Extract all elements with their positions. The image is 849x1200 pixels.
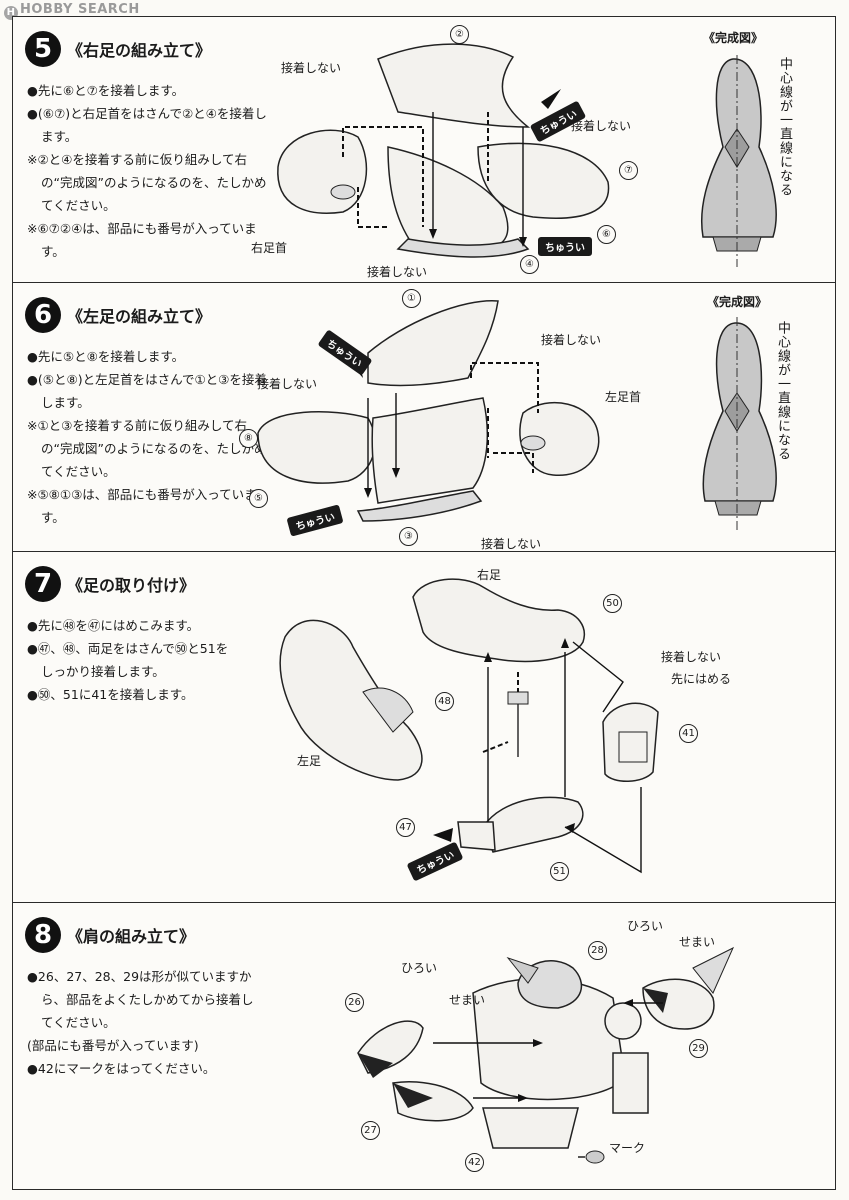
step-5-panel: 5 《右足の組み立て》 ●先に⑥と⑦を接着します。 ●(⑥⑦)と右足首をはさんで…: [12, 16, 836, 284]
no-glue-label: 接着しない: [257, 377, 318, 391]
right-leg-exploded-diagram: [277, 43, 777, 267]
step-6-header: 6 《左足の組み立て》: [25, 297, 211, 333]
step-5-header: 5 《右足の組み立て》: [25, 31, 211, 67]
left-leg-exploded-diagram: [257, 300, 777, 531]
ankle-label: 左足首: [605, 390, 642, 404]
wide-label: ひろい: [627, 919, 664, 933]
no-glue-label: 接着しない: [571, 119, 632, 133]
part-number: ②: [450, 25, 469, 44]
part-number: ⑥: [597, 225, 616, 244]
center-line-note: 中心線が一直線になる: [775, 321, 790, 461]
narrow-label: せまい: [679, 935, 716, 949]
instruction-item: ●(⑥⑦)と右足首をはさんで②と④を接着します。: [27, 106, 267, 144]
part-number: 29: [689, 1039, 708, 1058]
step-number: 6: [25, 297, 61, 333]
part-number: 48: [435, 692, 454, 711]
instruction-item: ●先に㊽を㊼にはめこみます。: [27, 618, 200, 633]
part-number: ⑤: [249, 489, 268, 508]
no-glue-label: 接着しない: [367, 265, 428, 279]
no-glue-label: 接着しない: [281, 61, 342, 75]
step-instructions: ●先に㊽を㊼にはめこみます。 ●㊼、㊽、両足をはさんで㊿と51をしっかり接着しま…: [27, 614, 237, 706]
instruction-item: ●先に⑤と⑧を接着します。: [27, 349, 185, 364]
step-instructions: ●26、27、28、29は形が似ていますから、部品をよくたしかめてから接着してく…: [27, 965, 257, 1080]
step-8-header: 8 《肩の組み立て》: [25, 917, 195, 953]
step-7-header: 7 《足の取り付け》: [25, 566, 195, 602]
step-number: 7: [25, 566, 61, 602]
part-number: 28: [588, 941, 607, 960]
narrow-label: せまい: [449, 993, 486, 1007]
part-number: ⑧: [239, 429, 258, 448]
instruction-item: (部品にも番号が入っています): [27, 1038, 199, 1053]
caution-badge: ちゅうい: [538, 237, 592, 256]
step-6-panel: 6 《左足の組み立て》 ●先に⑤と⑧を接着します。 ●(⑤と⑧)と左足首をはさん…: [12, 282, 836, 553]
part-number: 50: [603, 594, 622, 613]
part-number: ③: [399, 527, 418, 546]
step-number: 5: [25, 31, 61, 67]
step-number: 8: [25, 917, 61, 953]
right-foot-label: 右足: [477, 568, 502, 582]
part-number: 26: [345, 993, 364, 1012]
no-glue-label: 接着しない: [481, 537, 542, 551]
part-number: 51: [550, 862, 569, 881]
step-instructions: ●先に⑤と⑧を接着します。 ●(⑤と⑧)と左足首をはさんで①と③を接着します。 …: [27, 345, 267, 529]
step-instructions: ●先に⑥と⑦を接着します。 ●(⑥⑦)と右足首をはさんで②と④を接着します。 ※…: [27, 79, 267, 263]
step-title: 《足の取り付け》: [67, 576, 196, 595]
step-8-panel: 8 《肩の組み立て》 ●26、27、28、29は形が似ていますから、部品をよくた…: [12, 902, 836, 1190]
part-number: ⑦: [619, 161, 638, 180]
no-glue-label: 接着しない: [541, 333, 602, 347]
feet-attachment-diagram: [279, 578, 659, 874]
part-number: 42: [465, 1153, 484, 1172]
part-number: ④: [520, 255, 539, 274]
instruction-item: ●42にマークをはってください。: [27, 1061, 216, 1076]
instruction-item: ※⑥⑦②④は、部品にも番号が入っています。: [27, 221, 257, 259]
ankle-label: 右足首: [251, 241, 288, 255]
mark-label: マーク: [609, 1141, 646, 1155]
completed-view-label: 《完成図》: [707, 295, 768, 309]
completed-view-label: 《完成図》: [703, 31, 764, 45]
part-number: 41: [679, 724, 698, 743]
part-number: 47: [396, 818, 415, 837]
instruction-item: ●㊿、51に41を接着します。: [27, 687, 194, 702]
part-number: 27: [361, 1121, 380, 1140]
step-title: 《肩の組み立て》: [67, 927, 196, 946]
step-title: 《右足の組み立て》: [67, 41, 212, 60]
no-glue-label: 接着しない: [661, 650, 722, 664]
shoulder-assembly-diagram: [357, 946, 735, 1164]
instruction-item: ●㊼、㊽、両足をはさんで㊿と51をしっかり接着します。: [27, 641, 229, 679]
center-line-note: 中心線が一直線になる: [777, 57, 792, 197]
step-title: 《左足の組み立て》: [67, 307, 212, 326]
step-7-panel: 7 《足の取り付け》 ●先に㊽を㊼にはめこみます。 ●㊼、㊽、両足をはさんで㊿と…: [12, 551, 836, 904]
instruction-item: ※⑤⑧①③は、部品にも番号が入っています。: [27, 487, 257, 525]
instruction-item: ●(⑤と⑧)と左足首をはさんで①と③を接着します。: [27, 372, 267, 410]
instruction-item: ●26、27、28、29は形が似ていますから、部品をよくたしかめてから接着してく…: [27, 969, 254, 1030]
wide-label: ひろい: [401, 961, 438, 975]
insert-first-label: 先にはめる: [671, 672, 732, 686]
instruction-item: ※②と④を接着する前に仮り組みして右の“完成図”のようになるのを、たしかめてくだ…: [27, 152, 267, 213]
part-number: ①: [402, 289, 421, 308]
left-foot-label: 左足: [297, 754, 322, 768]
instruction-item: ※①と③を接着する前に仮り組みして右の“完成図”のようになるのを、たしかめてくだ…: [27, 418, 267, 479]
instruction-item: ●先に⑥と⑦を接着します。: [27, 83, 185, 98]
